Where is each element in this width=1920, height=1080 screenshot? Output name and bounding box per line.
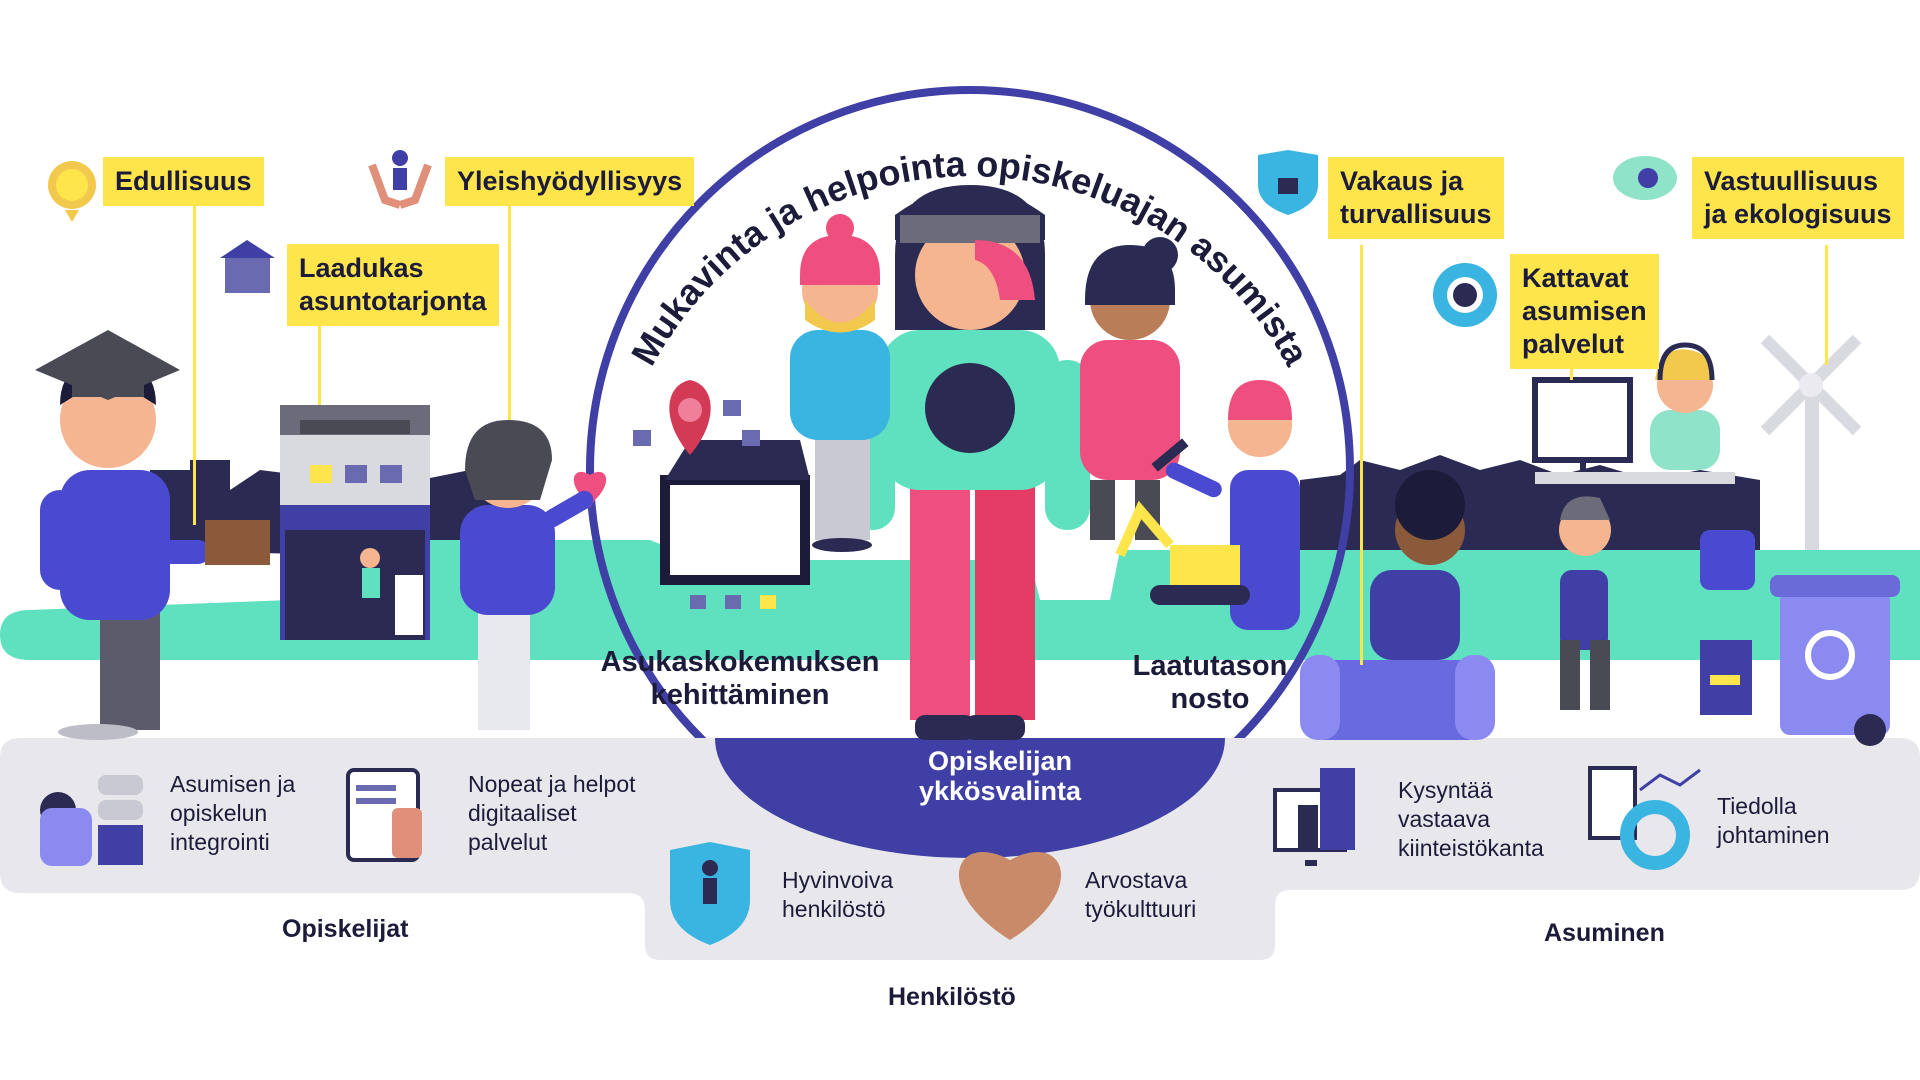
- category-opiskelijat: Opiskelijat: [282, 915, 409, 943]
- connector-laadukas: [318, 325, 321, 405]
- handshake-heart-icon: [958, 851, 1062, 940]
- mixer-and-books: [1700, 530, 1755, 715]
- windmill: [1760, 334, 1862, 550]
- connector-vastuullisuus: [1825, 245, 1828, 365]
- gear-icon: [1433, 263, 1497, 327]
- cloud-globe-icon: [1613, 156, 1677, 200]
- value-vastuullisuus: Vastuullisuus ja ekologisuus: [1692, 157, 1904, 239]
- graduate-figure: [35, 330, 210, 740]
- city-skyline-right: [1300, 455, 1760, 560]
- recycle-bin: [1770, 575, 1900, 746]
- girl-with-heart-figure: [460, 420, 607, 730]
- value-yleishyodyllisyys: Yleishyödyllisyys: [445, 157, 695, 206]
- item-kiinteistokanta: Kysyntää vastaava kiinteistökanta: [1398, 777, 1544, 861]
- connector-yleishyodyllisyys: [508, 205, 511, 420]
- item-arvostava-tyokulttuuri: Arvostava työkulttuuri: [1085, 867, 1197, 922]
- value-vakaus: Vakaus ja turvallisuus: [1328, 157, 1504, 239]
- core-value: Opiskelijan ykkösvalinta: [918, 746, 1082, 806]
- connector-vakaus: [1360, 245, 1363, 665]
- shield-person-icon: [670, 842, 750, 945]
- thumbs-up-icon-3: [742, 430, 760, 446]
- support-desk: [1532, 342, 1735, 484]
- data-chart-icon: [1588, 766, 1701, 870]
- bearded-man-figure: [790, 214, 890, 552]
- value-laadukas: Laadukas asuntotarjonta: [287, 244, 499, 326]
- category-henkilosto: Henkilöstö: [888, 983, 1016, 1011]
- student-books-icon: [40, 775, 143, 866]
- caring-hands-icon: [368, 150, 432, 209]
- item-tiedolla-johtaminen: Tiedolla johtaminen: [1717, 793, 1830, 848]
- man-on-phone-figure: [1559, 496, 1611, 710]
- home-map-pin: [660, 380, 810, 609]
- item-hyvinvoiva-henkilosto: Hyvinvoiva henkilöstö: [782, 867, 894, 922]
- value-edullisuus: Edullisuus: [103, 157, 264, 206]
- value-kattavat: Kattavat asumisen palvelut: [1510, 254, 1659, 369]
- house-heart-icon: [220, 240, 275, 293]
- excavator: [1115, 500, 1250, 605]
- city-screen-icon: [1273, 768, 1355, 866]
- apartment-building: [205, 405, 430, 640]
- euro-coin-icon: [48, 161, 96, 222]
- worker-with-wrench-figure: [1151, 380, 1300, 630]
- man-on-sofa-figure: [1300, 470, 1495, 740]
- woman-in-pink-figure: [1080, 237, 1180, 540]
- category-asuminen: Asuminen: [1544, 919, 1665, 947]
- goal-asukaskokemus: Asukaskokemuksen kehittäminen: [600, 646, 880, 711]
- connector-edullisuus: [193, 205, 196, 525]
- goal-laatutaso: Laatutason nosto: [1132, 650, 1288, 715]
- item-opiskelu-integrointi: Asumisen ja opiskelun integrointi: [170, 771, 296, 855]
- main-student-figure: [850, 185, 1090, 740]
- item-digitaaliset-palvelut: Nopeat ja helpot digitaaliset palvelut: [468, 771, 636, 855]
- tablet-tap-icon: [346, 768, 422, 862]
- thumbs-up-icon: [633, 430, 651, 446]
- shield-lock-icon: [1258, 150, 1318, 215]
- thumbs-up-icon-2: [723, 400, 741, 416]
- core-semicircle: [715, 738, 1225, 858]
